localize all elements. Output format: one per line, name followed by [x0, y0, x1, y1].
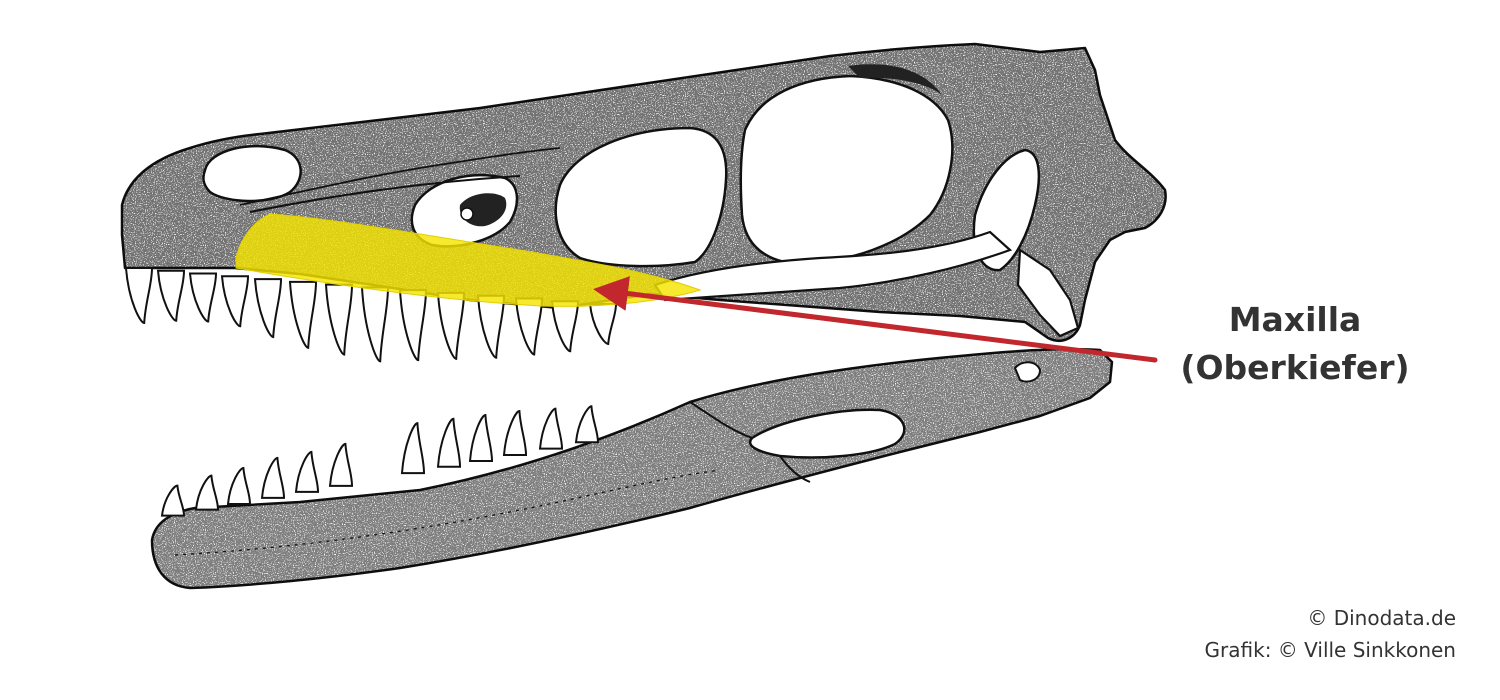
upper-tooth [324, 283, 354, 356]
lower-tooth [260, 456, 286, 499]
lower-tooth [468, 414, 494, 463]
upper-teeth [124, 267, 618, 363]
upper-tooth [514, 297, 544, 356]
maxilla-label-line2: (Oberkiefer) [1180, 348, 1410, 387]
mandible [150, 348, 1114, 590]
upper-tooth [288, 280, 318, 349]
source-credit: © Dinodata.de [1307, 606, 1456, 630]
lower-tooth [502, 410, 528, 457]
upper-tooth [124, 267, 154, 325]
maxilla-label: Maxilla (Oberkiefer) [1150, 296, 1440, 392]
upper-tooth [550, 300, 580, 353]
artist-credit: Grafik: © Ville Sinkkonen [1204, 638, 1456, 662]
maxilla-highlight [235, 213, 702, 307]
lower-tooth [328, 442, 354, 487]
mandible-stipple [152, 349, 1112, 588]
upper-tooth [398, 289, 428, 362]
lower-tooth [160, 484, 186, 517]
upper-tooth [156, 269, 186, 322]
antorbital-fenestra [554, 126, 728, 268]
credits: © Dinodata.de Grafik: © Ville Sinkkonen [1205, 602, 1456, 666]
dentary-suture [689, 401, 811, 483]
maxilla-label-line1: Maxilla [1228, 300, 1362, 339]
orbit [739, 74, 954, 266]
lower-tooth [194, 474, 220, 511]
orbit-shadow [848, 64, 942, 95]
naris-opening [202, 144, 302, 203]
foramen [460, 207, 474, 221]
upper-tooth [188, 272, 218, 323]
upper-tooth [360, 286, 390, 363]
upper-tooth [436, 291, 466, 360]
jaw-joint [1013, 361, 1042, 383]
upper-tooth [253, 278, 283, 339]
lower-tooth [226, 466, 252, 505]
lower-tooth [400, 422, 426, 475]
lower-tooth [436, 417, 462, 468]
lower-tooth [538, 407, 564, 450]
quadrate [1016, 248, 1080, 338]
pointer-arrow [593, 276, 1158, 363]
maxilla-suture [249, 175, 521, 213]
lower-tooth [294, 450, 320, 493]
upper-tooth [476, 294, 506, 359]
lower-teeth [160, 405, 600, 517]
upper-tooth [588, 303, 618, 346]
jugal-bar [653, 230, 1013, 302]
upper-tooth [220, 275, 250, 328]
mandibular-fenestra [749, 408, 906, 459]
lacrimal-line [239, 147, 561, 206]
lower-tooth [574, 405, 600, 444]
